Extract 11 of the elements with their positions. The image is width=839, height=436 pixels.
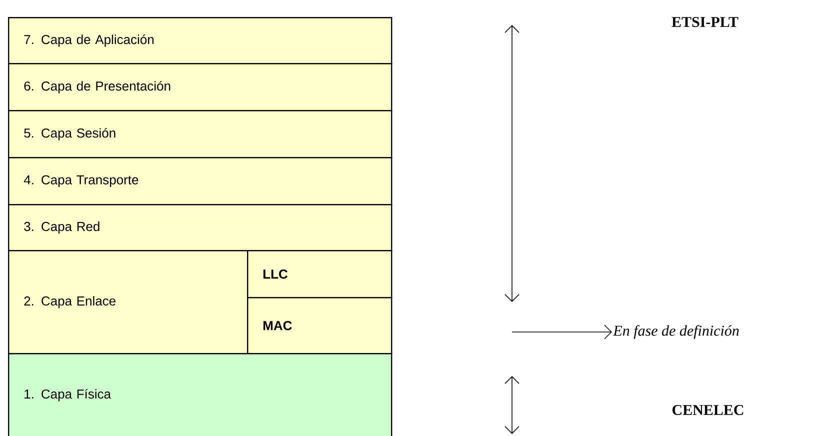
arrow <box>512 324 612 340</box>
layer-box: 5. Capa Sesión <box>8 110 392 158</box>
layer-box: 6. Capa de Presentación <box>8 63 392 112</box>
sublayer-box: LLC <box>247 250 392 298</box>
layer-box: 7. Capa de Aplicación <box>8 17 392 64</box>
note-text: En fase de definición <box>613 325 739 339</box>
layer-box: 1. Capa Física <box>8 352 392 436</box>
standard-label: CENELEC <box>672 404 744 416</box>
standard-label: ETSI-PLT <box>672 16 738 28</box>
layer-box: 4. Capa Transporte <box>8 157 392 206</box>
sublayer-box: MAC <box>247 297 392 354</box>
